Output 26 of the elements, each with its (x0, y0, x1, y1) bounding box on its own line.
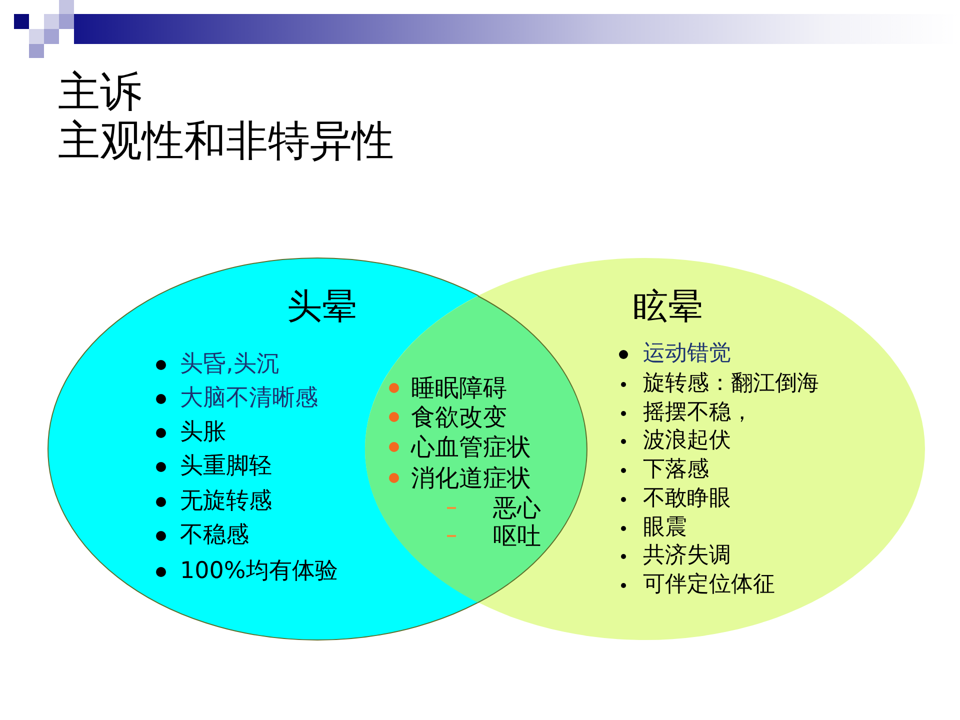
list-item: 食欲改变 (411, 402, 507, 432)
list-item: 下落感 (643, 456, 709, 484)
list-item: 波浪起伏 (643, 428, 731, 454)
list-item: 共济失调 (643, 542, 731, 570)
list-item: 不敢睁眼 (643, 486, 731, 512)
list-item: 无旋转感 (180, 488, 272, 516)
list-item: 消化道症状 (411, 464, 531, 492)
list-item: 头重脚轻 (180, 453, 272, 481)
list-item: 摇摆不稳， (643, 400, 753, 426)
list-item: 运动错觉 (643, 340, 731, 368)
circle-heading: 眩晕 (633, 286, 703, 328)
list-item: 不稳感 (180, 522, 249, 550)
slide-subtitle: 主观性和非特异性 (58, 118, 394, 167)
list-item: 眼震 (643, 514, 687, 542)
list-item: 心血管症状 (411, 432, 531, 462)
list-item: 头昏,头沉 (180, 351, 280, 379)
list-item: 可伴定位体征 (643, 572, 775, 598)
list-item: 100%均有体验 (180, 558, 338, 586)
list-item: 旋转感：翻江倒海 (643, 370, 819, 398)
list-item: 呕吐 (493, 522, 541, 550)
circle-heading: 头晕 (287, 286, 357, 328)
list-item: 睡眠障碍 (411, 374, 507, 402)
list-item: 头胀 (180, 419, 226, 447)
list-item: 恶心 (493, 494, 541, 522)
list-item: 大脑不清晰感 (180, 385, 318, 413)
slide-title: 主诉 (58, 68, 142, 118)
